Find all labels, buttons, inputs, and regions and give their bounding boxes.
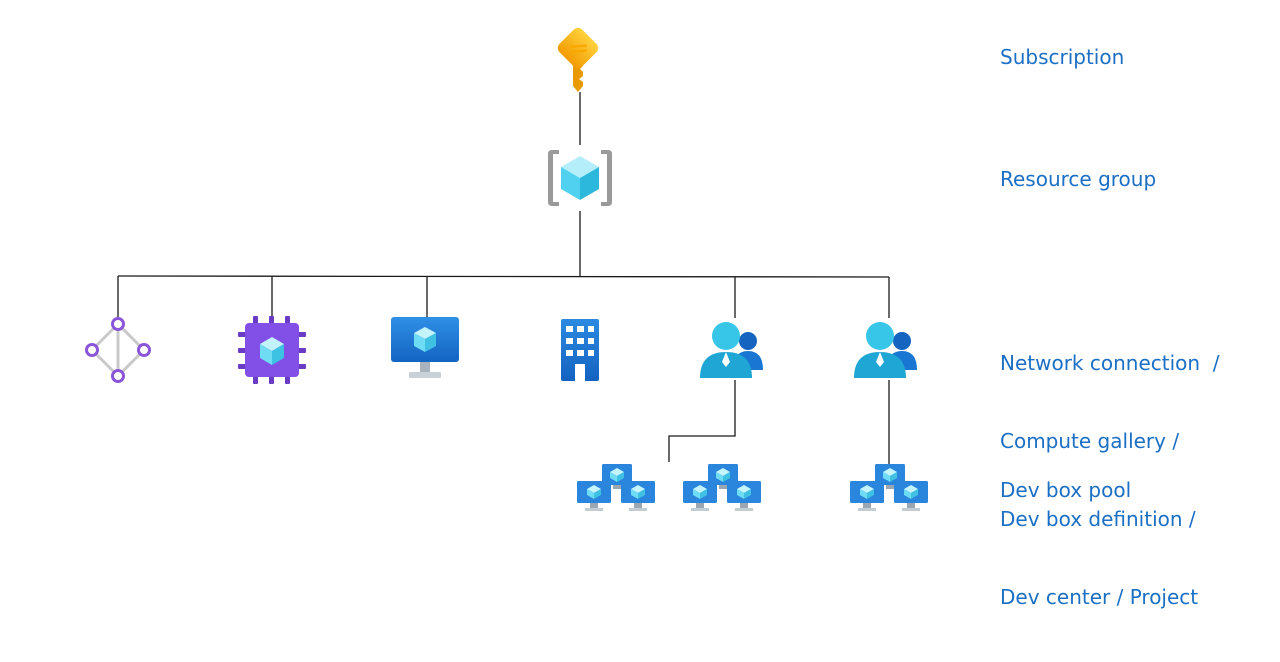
key-icon <box>557 27 599 92</box>
dev-box-pool-icon <box>577 464 655 511</box>
compute-gallery-icon <box>238 316 306 384</box>
resource-hierarchy-diagram: Subscription Resource group Network conn… <box>85 27 1220 609</box>
label-resources-line: Network connection / <box>1000 351 1220 375</box>
project-icon <box>700 322 763 378</box>
label-resources-line: Dev center / Project <box>1000 585 1199 609</box>
connector-project1-pools <box>668 380 736 462</box>
connector-lines <box>117 92 890 465</box>
label-resource-group: Resource group <box>1000 167 1157 191</box>
label-resources-line: Compute gallery / <box>1000 429 1180 453</box>
label-subscription: Subscription <box>1000 45 1125 69</box>
dev-box-definition-icon <box>391 317 459 378</box>
dev-box-pool-icon <box>683 464 761 511</box>
label-dev-box-pool: Dev box pool <box>1000 478 1132 502</box>
connector-bus <box>117 275 890 278</box>
dev-center-icon <box>561 319 599 381</box>
network-connection-icon <box>85 317 151 383</box>
project-icon <box>854 322 917 378</box>
resource-group-icon <box>548 150 612 206</box>
label-resources-line: Dev box definition / <box>1000 507 1196 531</box>
dev-box-pool-icon <box>850 464 928 511</box>
